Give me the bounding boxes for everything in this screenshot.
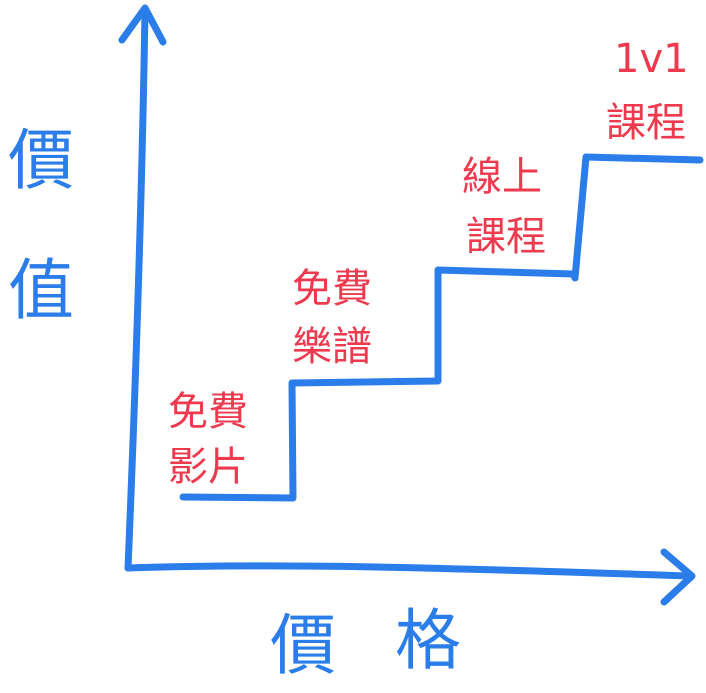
y-axis — [124, 6, 149, 572]
y-axis-arrow-icon — [118, 4, 167, 46]
step-3-label-line-1: 線上 — [462, 154, 542, 200]
step-4-label-line-2: 課程 — [606, 100, 686, 146]
step-3-label-line-2: 課程 — [466, 214, 546, 260]
step-1-label-line-2: 影片 — [168, 444, 248, 490]
x-axis-label-char-2: 格 — [395, 602, 461, 679]
x-axis-arrow-icon — [660, 548, 696, 606]
y-axis-label-char-1: 價 — [8, 122, 74, 199]
step-2-label-line-2: 樂譜 — [292, 324, 372, 370]
x-axis-label-char-1: 價 — [270, 607, 336, 684]
step-4-label-line-1: 1v1 — [614, 36, 689, 82]
value-staircase-line — [179, 153, 704, 502]
y-axis-label-char-2: 值 — [8, 252, 74, 329]
step-2-label-line-1: 免費 — [292, 266, 372, 312]
step-1-label-line-1: 免費 — [168, 389, 248, 435]
x-axis — [124, 562, 694, 580]
